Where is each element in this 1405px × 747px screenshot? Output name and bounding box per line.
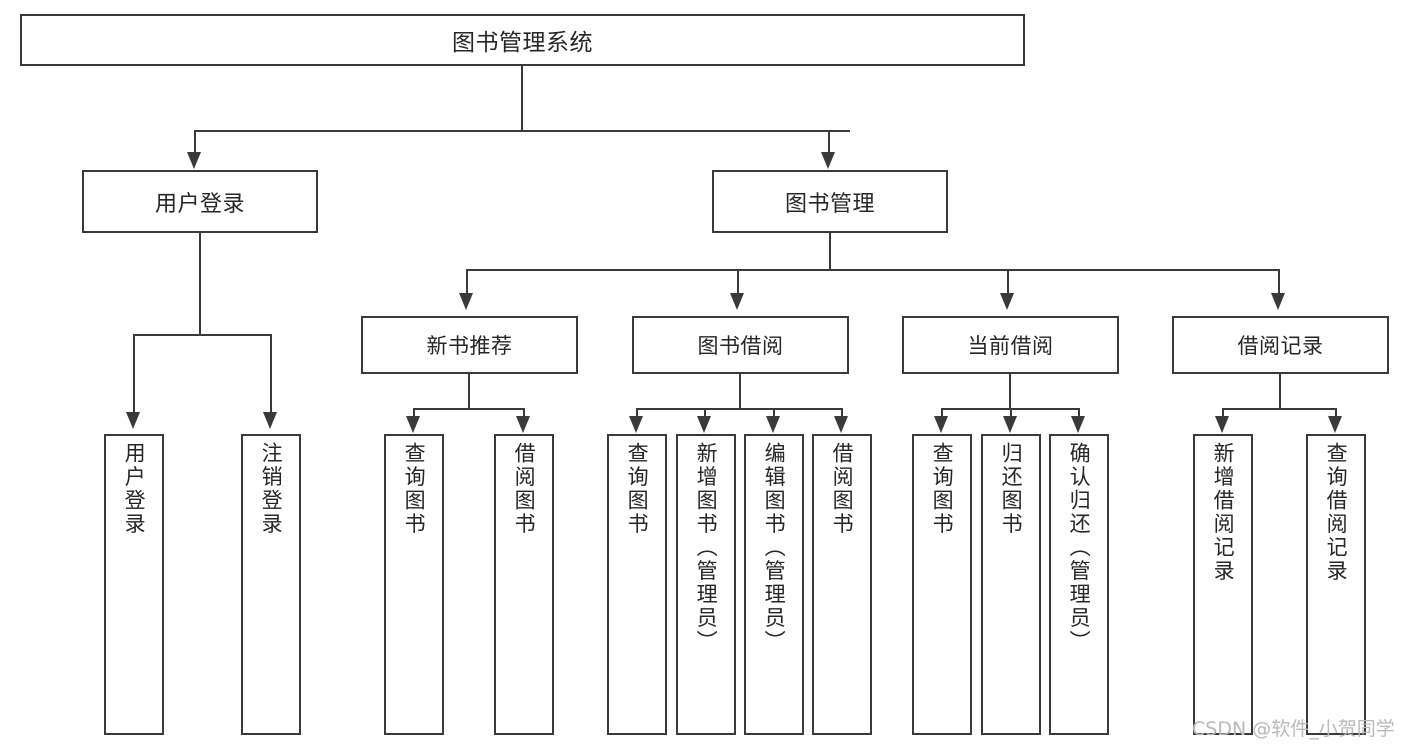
node-label: 用户登录	[122, 442, 147, 536]
connector-borrow-record-stem	[1279, 374, 1282, 410]
connector-book-management-bar	[466, 269, 1278, 272]
node-label: 用户登录	[154, 191, 245, 217]
connector-cb-child-1	[941, 408, 944, 420]
leaf-new-book-query-book[interactable]: 查询图书	[384, 434, 444, 735]
connector-root-bar	[194, 130, 850, 133]
connector-bb-child-4	[841, 408, 844, 420]
leaf-current-borrow-return-book[interactable]: 归还图书	[981, 434, 1041, 735]
node-label: 确认归还（管理员）	[1067, 442, 1092, 654]
connector-current-borrow-stem	[1009, 374, 1012, 410]
connector-cb-child-3	[1078, 408, 1081, 420]
node-user-login[interactable]: 用户登录	[82, 170, 318, 233]
node-label: 注销登录	[259, 442, 284, 536]
connector-root-to-book-management	[828, 130, 831, 154]
node-label: 查询图书	[402, 442, 427, 536]
node-label: 借阅图书	[512, 442, 537, 536]
leaf-borrow-record-query-record[interactable]: 查询借阅记录	[1306, 434, 1366, 735]
connector-bm-to-current-borrow	[1007, 269, 1010, 297]
connector-bm-to-book-borrow	[737, 269, 740, 297]
leaf-book-borrow-borrow-book[interactable]: 借阅图书	[812, 434, 872, 735]
leaf-book-borrow-query-book[interactable]: 查询图书	[607, 434, 667, 735]
node-label: 当前借阅	[967, 334, 1054, 358]
arrow-bb-child-2-icon	[697, 416, 711, 433]
leaf-user-login-logout[interactable]: 注销登录	[241, 434, 301, 735]
node-label: 图书管理系统	[452, 30, 593, 56]
arrow-br-child-1-icon	[1215, 416, 1229, 433]
connector-bb-child-3	[773, 408, 776, 420]
connector-user-login-bar	[133, 334, 272, 337]
connector-root-stem	[521, 66, 524, 131]
arrow-root-to-book-management-icon	[821, 152, 835, 169]
node-label: 图书管理	[784, 191, 875, 217]
connector-user-login-stem	[199, 233, 202, 336]
leaf-new-book-borrow-book[interactable]: 借阅图书	[494, 434, 554, 735]
arrow-br-child-2-icon	[1328, 416, 1342, 433]
leaf-borrow-record-add-record[interactable]: 新增借阅记录	[1193, 434, 1253, 735]
leaf-book-borrow-add-book[interactable]: 新增图书（管理员）	[676, 434, 736, 735]
arrow-bm-to-borrow-record-icon	[1271, 293, 1285, 310]
node-label: 新书推荐	[426, 334, 513, 358]
node-label: 新增借阅记录	[1211, 442, 1236, 583]
arrow-nb-child-1-icon	[406, 416, 420, 433]
connector-user-login-child-1	[133, 334, 136, 416]
connector-bm-to-borrow-record	[1278, 269, 1281, 297]
arrow-cb-child-1-icon	[934, 416, 948, 433]
node-book-borrow[interactable]: 图书借阅	[632, 316, 849, 374]
arrow-bb-child-4-icon	[834, 416, 848, 433]
arrow-nb-child-2-icon	[516, 416, 530, 433]
connector-nb-child-2	[523, 408, 526, 420]
arrow-bb-child-1-icon	[629, 416, 643, 433]
leaf-current-borrow-confirm-return[interactable]: 确认归还（管理员）	[1049, 434, 1109, 735]
connector-nb-child-1	[413, 408, 416, 420]
arrow-cb-child-2-icon	[1003, 416, 1017, 433]
arrow-root-to-user-login-icon	[187, 152, 201, 169]
connector-borrow-record-bar	[1222, 408, 1337, 411]
node-label: 借阅图书	[830, 442, 855, 536]
arrow-bb-child-3-icon	[766, 416, 780, 433]
connector-new-book-stem	[468, 374, 471, 410]
node-label: 归还图书	[999, 442, 1024, 536]
connector-book-borrow-bar	[636, 408, 843, 411]
node-label: 查询借阅记录	[1324, 442, 1349, 583]
arrow-bm-to-book-borrow-icon	[730, 293, 744, 310]
connector-new-book-bar	[413, 408, 525, 411]
connector-book-borrow-stem	[739, 374, 742, 410]
connector-book-management-stem	[829, 233, 832, 271]
node-label: 查询图书	[625, 442, 650, 536]
connector-root-to-user-login	[194, 130, 197, 154]
node-current-borrow[interactable]: 当前借阅	[902, 316, 1119, 374]
leaf-book-borrow-edit-book[interactable]: 编辑图书（管理员）	[744, 434, 804, 735]
node-label: 新增图书（管理员）	[694, 442, 719, 654]
connector-bb-child-2	[704, 408, 707, 420]
leaf-user-login-login[interactable]: 用户登录	[104, 434, 164, 735]
node-root-library-management-system[interactable]: 图书管理系统	[20, 14, 1025, 66]
node-label: 图书借阅	[697, 334, 784, 358]
node-book-management[interactable]: 图书管理	[712, 170, 948, 233]
node-label: 借阅记录	[1237, 334, 1324, 358]
node-new-book-recommend[interactable]: 新书推荐	[361, 316, 578, 374]
node-label: 编辑图书（管理员）	[762, 442, 787, 654]
connector-user-login-child-2	[270, 334, 273, 416]
arrow-user-login-child-2-icon	[263, 412, 277, 429]
connector-cb-child-2	[1010, 408, 1013, 420]
arrow-cb-child-3-icon	[1071, 416, 1085, 433]
connector-br-child-1	[1222, 408, 1225, 420]
arrow-bm-to-current-borrow-icon	[1000, 293, 1014, 310]
arrow-user-login-child-1-icon	[126, 412, 140, 429]
connector-br-child-2	[1335, 408, 1338, 420]
arrow-bm-to-new-book-icon	[459, 293, 473, 310]
connector-bm-to-new-book	[466, 269, 469, 297]
leaf-current-borrow-query-book[interactable]: 查询图书	[912, 434, 972, 735]
connector-bb-child-1	[636, 408, 639, 420]
node-label: 查询图书	[930, 442, 955, 536]
node-borrow-record[interactable]: 借阅记录	[1172, 316, 1389, 374]
